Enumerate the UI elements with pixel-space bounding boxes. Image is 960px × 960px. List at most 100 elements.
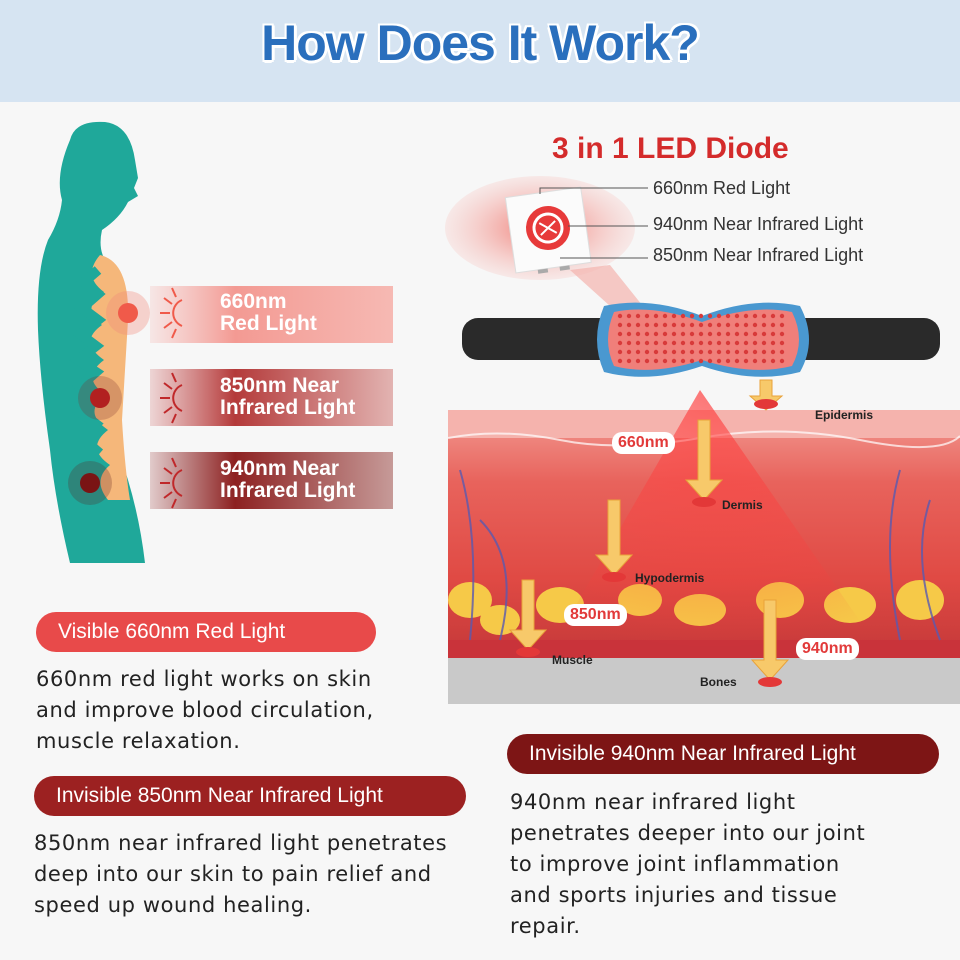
led-dot	[644, 340, 650, 346]
layer-label-epidermis: Epidermis	[815, 408, 874, 422]
led-dot	[752, 313, 758, 319]
led-dot	[770, 313, 776, 319]
led-dot	[743, 358, 749, 364]
led-dot	[671, 331, 677, 337]
led-dot	[671, 340, 677, 346]
led-dot	[779, 322, 785, 328]
led-dot	[662, 322, 668, 328]
diode-label-940: 940nm Near Infrared Light	[653, 214, 864, 234]
led-dot	[689, 322, 695, 328]
led-dot	[707, 340, 713, 346]
led-dot	[752, 340, 758, 346]
led-dot	[680, 349, 686, 355]
section-desc-850: 850nm near infrared light penetrates dee…	[34, 831, 448, 917]
led-dot	[725, 322, 731, 328]
led-dot	[689, 358, 695, 364]
led-dot	[761, 322, 767, 328]
led-dot	[662, 358, 668, 364]
led-dot	[707, 358, 713, 364]
led-dot	[743, 322, 749, 328]
diode-label-850: 850nm Near Infrared Light	[653, 245, 864, 265]
led-dot	[653, 313, 659, 319]
led-dot	[725, 349, 731, 355]
led-dot	[761, 340, 767, 346]
led-dot	[662, 340, 668, 346]
band-850	[150, 369, 393, 426]
led-dot	[707, 322, 713, 328]
led-dot	[617, 349, 623, 355]
section-title-850: Invisible 850nm Near Infrared Light	[34, 776, 466, 816]
led-dot	[698, 349, 704, 355]
led-dot	[770, 331, 776, 337]
led-dot	[770, 322, 776, 328]
led-dot	[671, 349, 677, 355]
led-dot	[761, 349, 767, 355]
diode-label-660: 660nm Red Light	[653, 178, 791, 198]
led-dot	[671, 322, 677, 328]
led-dot	[734, 331, 740, 337]
section-title-940: Invisible 940nm Near Infrared Light	[507, 734, 939, 774]
depth-tag-660: 660nm	[612, 432, 675, 454]
led-dot	[725, 331, 731, 337]
led-dot	[680, 340, 686, 346]
led-dot	[626, 340, 632, 346]
led-dot	[680, 331, 686, 337]
led-dot	[644, 358, 650, 364]
led-dot	[743, 340, 749, 346]
led-dot	[626, 322, 632, 328]
led-dot	[716, 331, 722, 337]
led-dot	[680, 358, 686, 364]
led-dot	[617, 331, 623, 337]
led-dot	[752, 322, 758, 328]
led-dot	[671, 358, 677, 364]
led-dot	[779, 349, 785, 355]
led-dot	[707, 349, 713, 355]
led-dot	[734, 358, 740, 364]
led-dot	[689, 349, 695, 355]
led-dot	[644, 313, 650, 319]
led-dot	[743, 349, 749, 355]
led-dot	[626, 331, 632, 337]
led-dot	[662, 313, 668, 319]
band-660	[150, 286, 393, 343]
led-dot	[698, 331, 704, 337]
led-dot	[617, 313, 623, 319]
layer-label-dermis: Dermis	[722, 498, 763, 512]
led-dot	[617, 322, 623, 328]
led-dot	[770, 358, 776, 364]
led-dot	[635, 322, 641, 328]
page-title: How Does It Work?	[261, 15, 700, 71]
led-dot	[635, 340, 641, 346]
led-dot	[725, 340, 731, 346]
led-dot	[680, 322, 686, 328]
wavelength-label-850: 850nm Near Infrared Light	[220, 374, 356, 419]
layer-label-muscle: Muscle	[552, 653, 593, 667]
led-dot	[626, 349, 632, 355]
section-title-660: Visible 660nm Red Light	[36, 612, 376, 652]
ray-icon-660	[160, 287, 183, 339]
led-dot	[716, 358, 722, 364]
led-dot	[653, 322, 659, 328]
led-dot	[698, 322, 704, 328]
led-dot	[734, 340, 740, 346]
led-dot	[752, 358, 758, 364]
led-dot	[707, 313, 713, 319]
ray-icon-850	[160, 372, 183, 424]
led-diode-icon	[504, 186, 592, 274]
led-dot	[617, 340, 623, 346]
led-dot	[779, 358, 785, 364]
led-dot	[725, 358, 731, 364]
band-940	[150, 452, 393, 509]
led-dot	[725, 313, 731, 319]
led-dot	[716, 313, 722, 319]
led-dot	[626, 358, 632, 364]
led-dot	[734, 313, 740, 319]
led-dot	[671, 313, 677, 319]
led-dot	[653, 358, 659, 364]
led-dot	[716, 349, 722, 355]
led-dot	[617, 358, 623, 364]
led-dot	[698, 340, 704, 346]
diode-title: 3 in 1 LED Diode	[552, 132, 789, 165]
led-dot	[653, 340, 659, 346]
layer-label-hypodermis: Hypodermis	[635, 571, 705, 585]
